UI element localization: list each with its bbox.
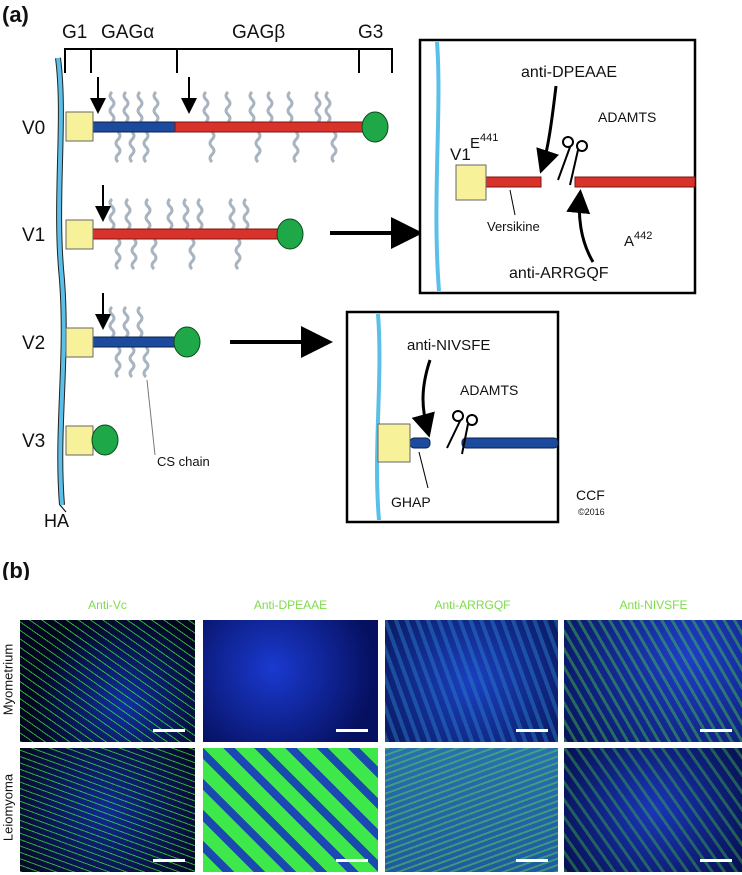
- cs-chain: [202, 90, 210, 124]
- cs-chain: [314, 90, 322, 124]
- cs-chain: [114, 345, 122, 379]
- versican-diagram: (a) G1 GAGα GAGβ G3 V0 V1 V2 CS chain: [2, 2, 697, 580]
- cs-chain: [254, 130, 262, 164]
- cs-chain: [286, 90, 294, 124]
- credit-label: CCF: [576, 487, 605, 503]
- isoform-label: V1: [22, 225, 45, 246]
- cs-chain: [330, 130, 338, 164]
- micrograph-panel: [203, 620, 378, 742]
- scale-bar: [516, 859, 548, 862]
- domain-gag-beta-label: GAGβ: [232, 22, 285, 43]
- cs-chain: [124, 197, 132, 231]
- isoform-v2: V2 CS chain: [22, 293, 333, 469]
- cs-chain: [248, 90, 256, 124]
- panel-a-label: (a): [2, 2, 29, 27]
- cs-chain: [228, 197, 236, 231]
- micrograph-panel: [20, 748, 195, 872]
- scale-bar: [516, 729, 548, 732]
- cs-chain: [208, 130, 216, 164]
- cleavage-site-a442: A442: [624, 230, 652, 250]
- domain-gag-alpha-label: GAGα: [101, 22, 154, 43]
- micrograph-panel: [385, 748, 558, 872]
- scale-bar: [336, 729, 368, 732]
- cs-chain: [196, 197, 204, 231]
- cleavage-site-e441: E441: [470, 132, 498, 152]
- cs-chain: [266, 90, 274, 124]
- isoform-label: V3: [22, 431, 45, 452]
- cs-chain: [188, 237, 196, 271]
- adamts-label-2: ADAMTS: [460, 382, 518, 398]
- scale-bar: [336, 859, 368, 862]
- cs-chain: [114, 237, 122, 271]
- cs-chain: [122, 90, 130, 124]
- cs-chain: [242, 197, 250, 231]
- cs-chain: [166, 197, 174, 231]
- cs-chain: [128, 345, 136, 379]
- antibody-nivsfe-label: anti-NIVSFE: [407, 337, 490, 354]
- ghap-label: GHAP: [391, 494, 431, 510]
- cs-chain: [136, 305, 144, 339]
- cs-chain: [136, 90, 144, 124]
- cs-chain: [144, 197, 152, 231]
- micrograph-panel: [20, 620, 195, 742]
- domain-g3-label: G3: [358, 22, 383, 43]
- isoform-v0: V0: [22, 77, 389, 143]
- scissors-icon: [557, 136, 588, 186]
- row-title-leiomyoma: Leiomyoma: [0, 773, 16, 842]
- scale-bar: [700, 859, 732, 862]
- cs-chain: [234, 237, 242, 271]
- cs-chain: [142, 130, 150, 164]
- domain-g1-label: G1: [62, 22, 87, 43]
- antibody-dpeaae-label: anti-DPEAAE: [521, 64, 617, 81]
- domain-bracket: [64, 48, 393, 73]
- cs-chain: [108, 197, 116, 231]
- row-title-myometrium: Myometrium: [0, 643, 16, 716]
- cs-chain: [224, 90, 232, 124]
- inset-v2-cleavage: anti-NIVSFE ADAMTS GHAP: [345, 310, 560, 524]
- scale-bar: [700, 729, 732, 732]
- cs-chain: [114, 130, 122, 164]
- copyright-label: ©2016: [578, 507, 605, 517]
- scale-bar: [153, 859, 185, 862]
- micrograph-panel: [203, 748, 378, 872]
- micrograph-panel: [385, 620, 558, 742]
- isoform-v3: V3: [22, 424, 119, 456]
- antibody-arrgqf-label: anti-ARRGQF: [509, 265, 609, 282]
- adamts-label: ADAMTS: [598, 109, 656, 125]
- column-title: Anti-Vc: [88, 598, 127, 612]
- cs-chain: [152, 90, 160, 124]
- column-title: Anti-NIVSFE: [619, 598, 688, 612]
- cs-chain: [122, 305, 130, 339]
- cs-chain: [142, 345, 150, 379]
- cs-chain: [324, 90, 332, 124]
- isoform-label: V2: [22, 333, 45, 354]
- inset-v1-cleavage: V1 E441 anti-DPEAAE ADAMTS Versikine A44…: [418, 38, 697, 295]
- cs-chain: [108, 90, 116, 124]
- ha-label: HA: [44, 511, 69, 531]
- cs-chain: [108, 305, 116, 339]
- micrograph-panel: [564, 620, 742, 742]
- cs-chain: [130, 237, 138, 271]
- scissors-icon: [446, 410, 478, 455]
- panel-b-label: (b): [2, 558, 30, 580]
- cs-chain: [128, 130, 136, 164]
- cs-chain: [182, 197, 190, 231]
- inset-isoform-label: V1: [450, 145, 471, 164]
- isoform-v1: V1: [22, 185, 423, 250]
- column-title: Anti-DPEAAE: [253, 598, 328, 612]
- scale-bar: [153, 729, 185, 732]
- isoform-label: V0: [22, 118, 45, 139]
- cs-chain: [292, 130, 300, 164]
- column-title: Anti-ARRGQF: [434, 598, 511, 612]
- micrograph-panel: [564, 748, 742, 872]
- cs-chain-label: CS chain: [157, 454, 210, 469]
- versikine-label: Versikine: [487, 219, 540, 234]
- cs-chain: [150, 237, 158, 271]
